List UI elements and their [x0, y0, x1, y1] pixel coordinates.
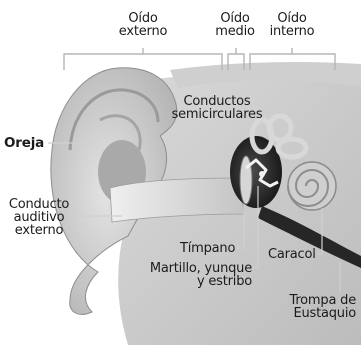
- inner-ear-label: Oído interno: [260, 12, 324, 38]
- middle-ear-label-line2: medio: [208, 25, 262, 38]
- eardrum-label: Tímpano: [180, 242, 235, 255]
- eustachian-tube-label-line2: Eustaquio: [276, 307, 356, 320]
- ossicles-label: Martillo, yunque y estribo: [146, 262, 252, 288]
- inner-ear-label-line2: interno: [260, 25, 324, 38]
- semicircular-canals-label-line2: semicirculares: [162, 108, 272, 121]
- outer-ear-label-line2: externo: [112, 25, 174, 38]
- semicircular-canals-label: Conductos semicirculares: [162, 95, 272, 121]
- pinna-label: Oreja: [4, 137, 44, 150]
- ossicle-joint: [259, 171, 265, 177]
- eustachian-tube-label: Trompa de Eustaquio: [276, 294, 356, 320]
- ossicles-label-line2: y estribo: [146, 275, 252, 288]
- outer-ear-label: Oído externo: [112, 12, 174, 38]
- cochlea-label: Caracol: [268, 248, 316, 261]
- ear-canal-label-line3: externo: [0, 224, 78, 237]
- ear-canal-label: Conducto auditivo externo: [0, 198, 78, 237]
- middle-ear-label: Oído medio: [208, 12, 262, 38]
